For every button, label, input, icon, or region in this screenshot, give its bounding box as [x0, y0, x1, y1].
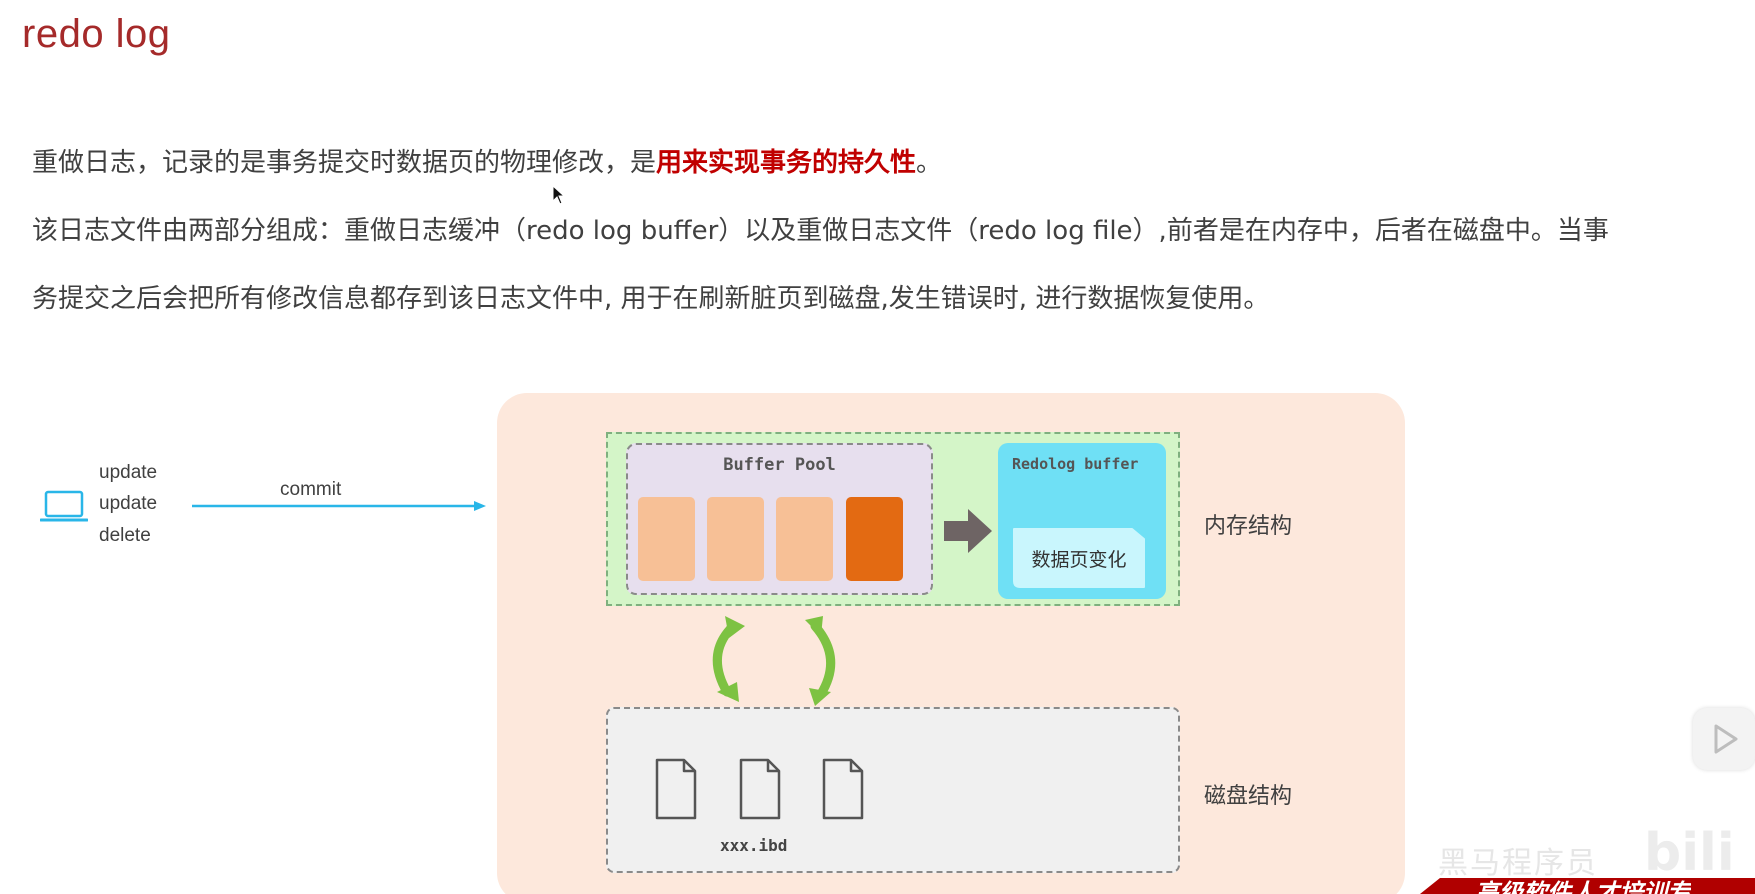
file-icon	[822, 758, 864, 820]
memory-structure-label: 内存结构	[1204, 514, 1293, 539]
commit-label: commit	[280, 479, 342, 500]
operation-update-2: update	[99, 493, 158, 514]
operation-delete: delete	[99, 525, 151, 546]
definition-emphasis: 用来实现事务的持久性	[656, 148, 917, 178]
redolog-buffer-title: Redolog buffer	[1012, 455, 1139, 473]
right-arrow-icon	[944, 509, 992, 553]
paragraph-definition: 重做日志，记录的是事务提交时数据页的物理修改，是用来实现事务的持久性。	[32, 145, 942, 181]
disk-structure-label: 磁盘结构	[1204, 784, 1293, 809]
buffer-pool-title: Buffer Pool	[723, 455, 836, 475]
paragraph-composition-line1: 该日志文件由两部分组成：重做日志缓冲（redo log buffer）以及重做日…	[32, 216, 1609, 246]
ibd-file-label: xxx.ibd	[720, 836, 788, 855]
definition-period: 。	[916, 148, 943, 178]
watermark-text: 黑马程序员	[1438, 846, 1598, 881]
paragraph-composition-line2: 务提交之后会把所有修改信息都存到该日志文件中, 用于在刷新脏页到磁盘,发生错误时…	[32, 284, 1270, 314]
svg-text:bili: bili	[1644, 823, 1735, 880]
file-icon	[739, 758, 781, 820]
disk-structure-box	[606, 707, 1180, 873]
laptop-icon	[40, 490, 88, 522]
commit-arrow-icon	[192, 501, 486, 511]
brand-banner-text: 高级软件人才培训专	[1475, 878, 1691, 894]
brand-banner	[1420, 878, 1755, 894]
dirty-data-page	[846, 497, 903, 581]
operation-update-1: update	[99, 462, 158, 483]
mouse-cursor-icon	[552, 185, 566, 205]
file-icon	[655, 758, 697, 820]
data-page	[638, 497, 695, 581]
cycle-arrows-icon	[712, 616, 836, 706]
play-button[interactable]	[1693, 708, 1755, 770]
definition-text: 重做日志，记录的是事务提交时数据页的物理修改，是	[32, 148, 657, 178]
redolog-entry-shape	[1013, 528, 1145, 588]
data-page	[776, 497, 833, 581]
play-icon	[1714, 724, 1738, 754]
redolog-entry-label: 数据页变化	[1031, 549, 1127, 571]
slide-title: redo log	[22, 12, 171, 56]
bilibili-logo-icon: bili	[1644, 823, 1735, 880]
data-page	[707, 497, 764, 581]
